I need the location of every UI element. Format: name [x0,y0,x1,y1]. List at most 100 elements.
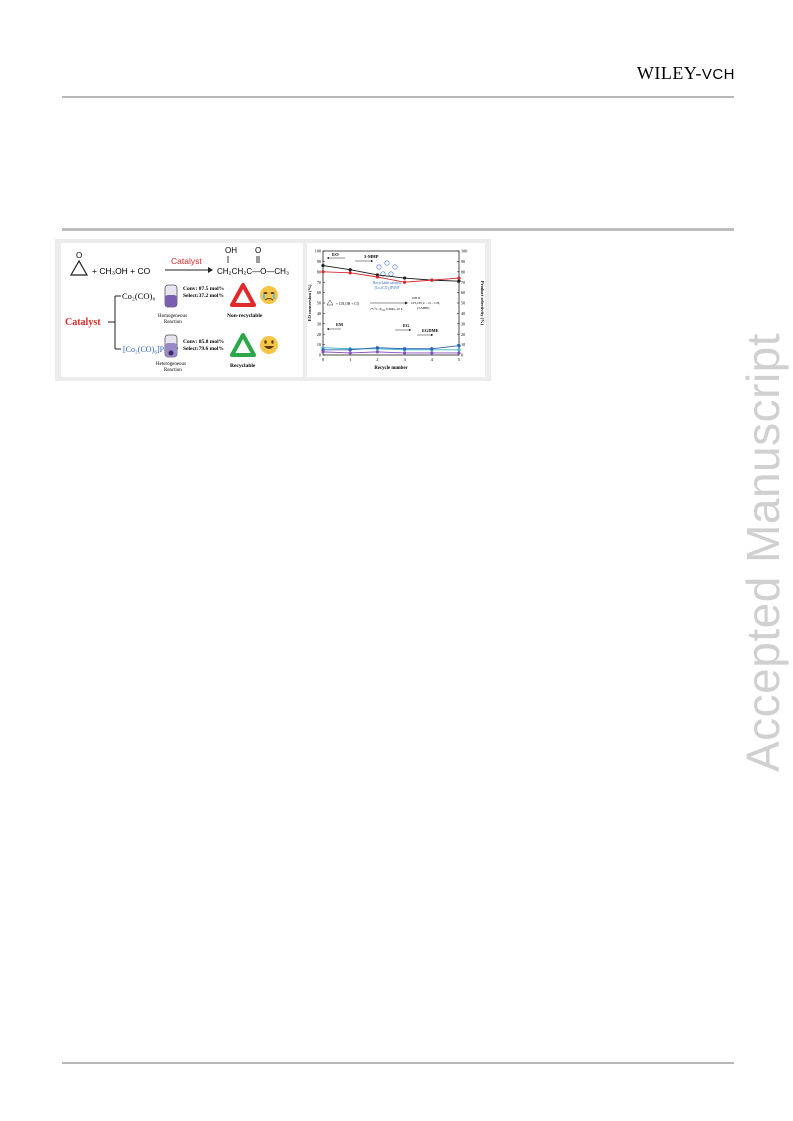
data-point-eg [457,344,461,348]
heterogeneous-reaction-line1: Heterogeneous [156,362,186,367]
x-tick-label: 1 [349,357,351,362]
data-point-egdme [348,351,352,355]
non-recyclable-icon [230,283,256,307]
label-eg: EG [403,323,410,328]
footer-rule [62,1062,734,1064]
data-point-3-mhp [457,276,461,280]
accepted-manuscript-watermark: Accepted Manuscript [737,332,789,772]
homogeneous-conversion: Conv: 87.5 mol% [183,286,224,292]
homogeneous-reaction-line2: Reaction [164,320,182,325]
crying-emoji-icon [260,286,278,304]
heterogeneous-reaction-line2: Reaction [164,368,182,373]
y-tick-label-left: 90 [317,259,321,264]
series-line-egdme [322,351,459,354]
series-line-eo [322,265,460,282]
y-tick-label-left: 80 [317,269,321,274]
y-axis-label-left: EO conversion (%) [307,284,312,321]
y-tick-label-left: 20 [317,332,321,337]
label-eo-arrow-head [327,256,329,260]
inset-product-line3: (3-MHP) [417,306,429,310]
y-tick-label-right: 0 [461,353,463,358]
y-tick-label-left: 30 [317,321,321,326]
inset-structure-ring [392,264,398,270]
series-line-em [322,347,459,351]
epoxide-icon: O [69,251,89,276]
product-o: O [255,246,261,255]
publisher-name: WILEY- [636,63,702,83]
y-tick-label-right: 50 [461,301,465,306]
inset-conditions: 75 °C, PCO 6 MPa, 10 h [370,307,403,312]
x-axis-label: Recycle number [374,366,408,371]
heterogeneous-conversion: Conv: 85.8 mol% [183,339,224,345]
publisher-logo: WILEY-VCH [600,63,735,84]
label-em: EM [336,322,344,327]
inset-reaction-text: + CH₃OH + CO [336,302,360,306]
section-rule [62,228,734,231]
data-point-em [457,348,461,352]
homogeneous-reaction-line1: Homogeneous [158,314,187,319]
data-point-eo [321,263,325,268]
y-tick-label-left: 70 [317,280,321,285]
y-tick-label-right: 70 [461,280,465,285]
y-tick-label-left: 50 [317,301,321,306]
heterogeneous-selectivity: Select:79.6 mol% [183,346,224,352]
recyclable-icon [230,333,256,357]
inset-structure-ring [376,264,382,270]
recyclable-label: Recyclable [230,363,256,369]
y-tick-label-left: 10 [317,342,321,347]
data-point-eo [457,279,461,283]
data-point-3-mhp [321,270,325,274]
y-axis-label-right: Product selectivity (%) [480,281,485,326]
label-em-arrow-head [327,327,329,331]
x-tick-label: 3 [403,357,406,362]
data-point-3-mhp [375,275,379,279]
catalyst-branch-label: Catalyst [65,317,101,328]
toc-figure-svg: O + CH₃OH + CO Catalyst OH O CH₂CH₂C—O—C… [61,243,485,377]
label-eg-arrow-head [409,328,411,332]
y-tick-label-right: 10 [461,342,465,347]
y-tick-label-left: 60 [317,290,321,295]
y-tick-label-right: 90 [461,259,465,264]
y-tick-label-left: 40 [317,311,321,316]
svg-text:O: O [76,251,82,260]
non-recyclable-label: Non-recyclable [227,313,263,319]
toc-graphic: O + CH₃OH + CO Catalyst OH O CH₂CH₂C—O—C… [55,239,491,381]
data-point-3-mhp [403,280,407,284]
y-tick-label-right: 80 [461,269,465,274]
series-line-3-mhp [322,271,460,283]
data-point-egdme [321,350,325,354]
data-point-egdme [403,351,407,355]
branch-bracket [108,295,121,350]
inset-product-line2: CH₂CH₂C – O – CH₃ [411,301,441,305]
heterogeneous-catalyst: [Co₂(CO)₆]P4VP [123,345,179,354]
data-point-egdme [457,351,461,355]
x-tick-label: 4 [431,357,434,362]
data-point-egdme [430,351,434,355]
data-point-eg [348,348,352,352]
homogeneous-selectivity: Select:37.2 mol% [183,293,224,299]
homogeneous-catalyst: Co₂(CO)₈ [122,291,155,301]
data-point-eo [348,268,352,272]
data-point-eg [430,347,434,351]
data-point-eg [375,346,379,350]
inset-arrowhead [405,301,408,305]
inset-catalyst-line1: Recyclable catalyst [373,281,401,285]
data-point-egdme [375,350,379,354]
y-tick-label-left: 100 [315,249,321,254]
data-point-3-mhp [348,271,352,275]
x-tick-label: 0 [322,357,325,362]
inset-structure-ring [380,271,386,277]
inset-product-line1: OH O [412,296,421,300]
label-3mhp-arrow-head [371,259,373,263]
reaction-arrow [165,267,213,273]
y-tick-label-right: 60 [461,290,465,295]
scheme-panel [61,243,303,377]
data-point-3-mhp [430,278,434,282]
reactants-text: + CH₃OH + CO [92,266,151,276]
product-formula: CH₂CH₂C—O—CH₃ [217,267,289,276]
label-egdme-arrow-head [431,333,433,337]
smiling-emoji-icon [260,336,278,354]
inset-structure-ring [384,260,390,266]
catalyst-arrow-label: Catalyst [171,256,202,266]
